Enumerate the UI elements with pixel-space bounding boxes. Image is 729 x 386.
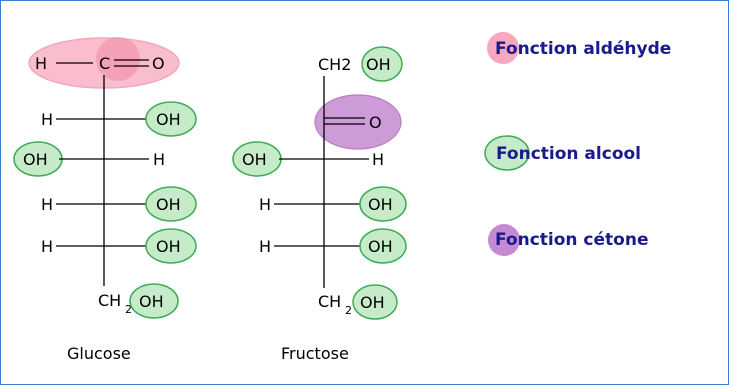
fructose-oh-top: OH [366,55,391,74]
fructose-ch: CH [318,292,341,311]
alcohol-highlight [145,228,197,264]
glucose-ch-subscript: 2 [125,303,132,316]
legend-alcohol-label: Fonction alcool [496,144,641,164]
glucose-oh-3: OH [156,195,181,214]
fructose-ch-subscript: 2 [345,304,352,317]
glucose-ch: CH [98,291,121,310]
glucose-oh-2: OH [23,150,48,169]
alcohol-highlight [352,284,398,320]
fructose-oh-1: OH [242,150,267,169]
legend-aldehyde-swatch [487,32,519,64]
alcohol-highlight [359,186,407,222]
glucose-h-1: H [41,110,53,129]
fructose-h-2: H [259,195,271,214]
alcohol-highlight [145,186,197,222]
ketone-highlight [314,94,402,150]
fructose-h-1: H [372,150,384,169]
glucose-label: Glucose [67,344,131,363]
alcohol-highlight [145,101,197,137]
fructose-label: Fructose [281,344,349,363]
fructose-ch2: CH2 [318,55,351,74]
aldehyde-carbon-highlight [96,37,140,81]
glucose-oh-4: OH [156,237,181,256]
legend-aldehyde-label: Fonction aldéhyde [495,39,671,59]
glucose-carbon-aldehyde: C [99,54,110,73]
glucose-h-4: H [41,237,53,256]
fructose-oxygen-ketone: O [369,113,382,132]
legend-ketone-label: Fonction cétone [495,230,648,250]
alcohol-highlight [359,228,407,264]
fructose-h-3: H [259,237,271,256]
alcohol-highlight [129,283,179,319]
glucose-h-2: H [153,150,165,169]
fructose-oh-4: OH [360,293,385,312]
glucose-oh-1: OH [156,110,181,129]
glucose-oxygen-aldehyde: O [152,54,165,73]
alcohol-highlight [361,46,403,82]
glucose-oh-5: OH [139,292,164,311]
fructose-oh-3: OH [368,237,393,256]
glucose-h-aldehyde: H [35,54,47,73]
legend-ketone-swatch [488,224,520,256]
fructose-oh-2: OH [368,195,393,214]
glucose-h-3: H [41,195,53,214]
legend-alcohol-swatch [484,135,530,171]
